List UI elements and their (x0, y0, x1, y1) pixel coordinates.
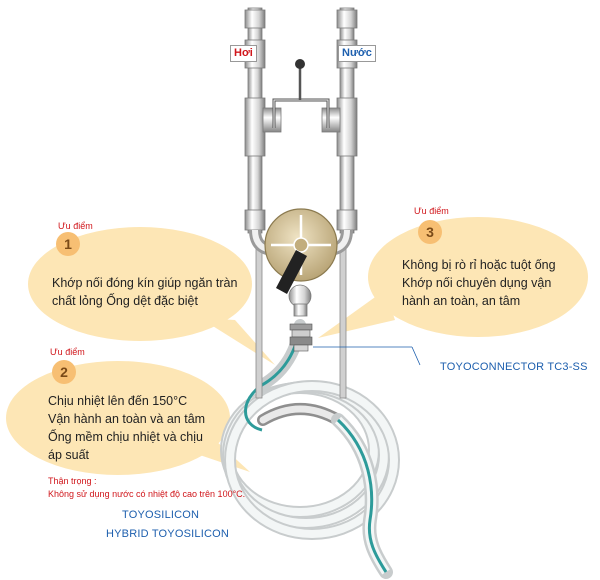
advantage-1-line-1: Khớp nối đóng kín giúp ngăn tràn (52, 276, 238, 290)
hose-label-1: TOYOSILICON (122, 509, 200, 521)
advantage-1-line-2: chất lỏng Ống dệt đặc biệt (52, 294, 198, 308)
advantage-3-line-2: Khớp nối chuyên dụng vận (402, 276, 552, 290)
connector-label: TOYOCONNECTOR TC3-SS (440, 361, 588, 373)
linkage-bar (272, 98, 330, 128)
mixing-valve (264, 208, 338, 317)
advantage-bubble-3 (318, 217, 588, 338)
left-support-leg (255, 247, 263, 399)
lever-knob-icon (295, 59, 305, 69)
coiled-hose (220, 319, 400, 579)
right-support-leg (339, 247, 347, 399)
hose-label-2: HYBRID TOYOSILICON (106, 528, 229, 540)
advantage-3-number: 3 (426, 224, 434, 240)
steam-label: Hơi (230, 45, 257, 62)
advantage-2-line-3: Ống mềm chịu nhiệt và chịu (48, 430, 203, 444)
advantage-2-line-2: Vận hành an toàn và an tâm (48, 412, 206, 426)
advantage-2-heading: Ưu điểm (50, 347, 85, 357)
advantage-3-heading: Ưu điểm (414, 206, 449, 216)
steam-valve-block-icon (262, 107, 282, 133)
badge-3-icon (418, 220, 442, 244)
advantage-2-line-1: Chịu nhiệt lên đến 150°C (48, 394, 188, 408)
caution-title: Thận trọng : (48, 476, 97, 486)
caution-text: Không sử dụng nước có nhiệt độ cao trên … (48, 489, 246, 499)
valve-handle (276, 250, 307, 294)
advantage-1-heading: Ưu điểm (58, 221, 93, 231)
badge-1-icon (56, 232, 80, 256)
advantage-2-line-4: áp suất (48, 448, 90, 462)
advantage-3-line-3: hành an toàn, an tâm (402, 294, 521, 308)
water-valve-block-icon (321, 107, 341, 133)
water-label: Nước (338, 45, 376, 62)
advantage-1-number: 1 (64, 236, 72, 252)
toyoconnector (289, 323, 313, 352)
advantage-3-line-1: Không bị rò rỉ hoặc tuột ống (402, 258, 556, 272)
badge-2-icon (52, 360, 76, 384)
advantage-2-number: 2 (60, 364, 68, 380)
